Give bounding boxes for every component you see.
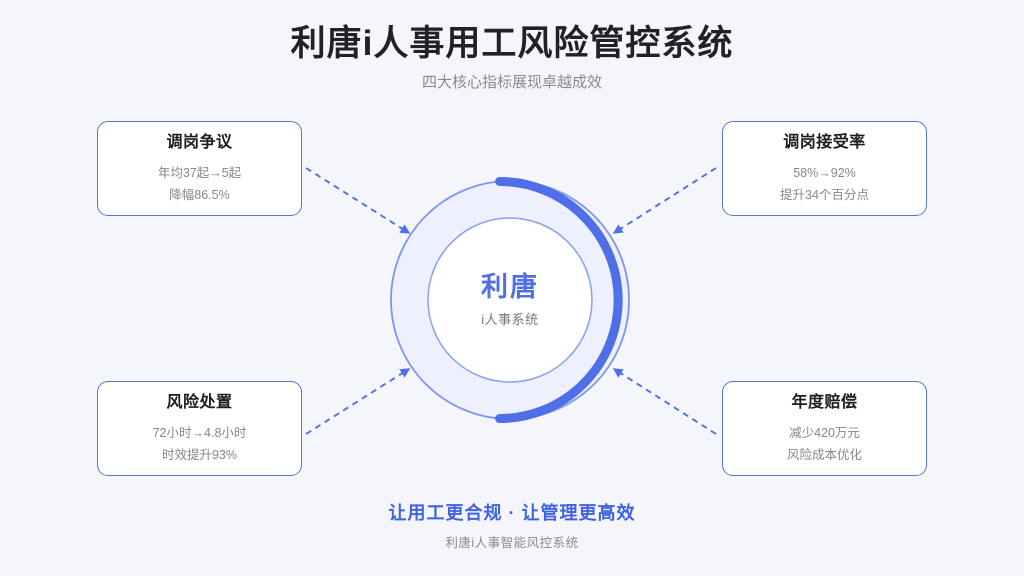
metric-card-transfer-disputes[interactable]: 调岗争议 年均37起→5起 降幅86.5% (97, 121, 302, 216)
header: 利唐i人事用工风险管控系统 四大核心指标展现卓越成效 (0, 22, 1024, 94)
central-label-group: 利唐 i人事系统 (385, 175, 635, 425)
center-brand-name: 利唐 (481, 272, 539, 302)
footer: 让用工更合规 · 让管理更高效 利唐i人事智能风控系统 (0, 500, 1024, 553)
metric-card-line-2: 降幅86.5% (169, 188, 230, 202)
metric-card-line-1: 72小时→4.8小时 (152, 426, 247, 440)
metric-card-transfer-acceptance[interactable]: 调岗接受率 58%→92% 提升34个百分点 (722, 121, 927, 216)
metric-card-title: 年度赔偿 (791, 394, 858, 411)
page-title: 利唐i人事用工风险管控系统 (290, 24, 734, 63)
central-ring-graphic (390, 176, 630, 424)
metric-card-line-2: 提升34个百分点 (780, 188, 869, 202)
page-subtitle: 四大核心指标展现卓越成效 (421, 74, 602, 91)
metric-card-line-2: 时效提升93% (161, 448, 238, 462)
footer-slogan: 让用工更合规 · 让管理更高效 (388, 503, 636, 523)
center-sub-label: i人事系统 (481, 312, 539, 327)
metric-card-title: 调岗争议 (166, 134, 233, 151)
metric-card-line-1: 58%→92% (793, 166, 856, 180)
metric-card-line-1: 年均37起→5起 (157, 166, 242, 180)
footer-note: 利唐i人事智能风控系统 (445, 536, 579, 550)
metric-card-line-1: 减少420万元 (789, 426, 860, 440)
metric-card-risk-handling[interactable]: 风险处置 72小时→4.8小时 时效提升93% (97, 381, 302, 476)
metric-card-annual-compensation[interactable]: 年度赔偿 减少420万元 风险成本优化 (722, 381, 927, 476)
ring-inner-circle (427, 217, 593, 383)
metric-card-line-2: 风险成本优化 (786, 448, 862, 462)
metric-card-title: 风险处置 (166, 394, 233, 411)
ring-progress-arc (495, 176, 623, 424)
metric-card-title: 调岗接受率 (783, 134, 866, 151)
